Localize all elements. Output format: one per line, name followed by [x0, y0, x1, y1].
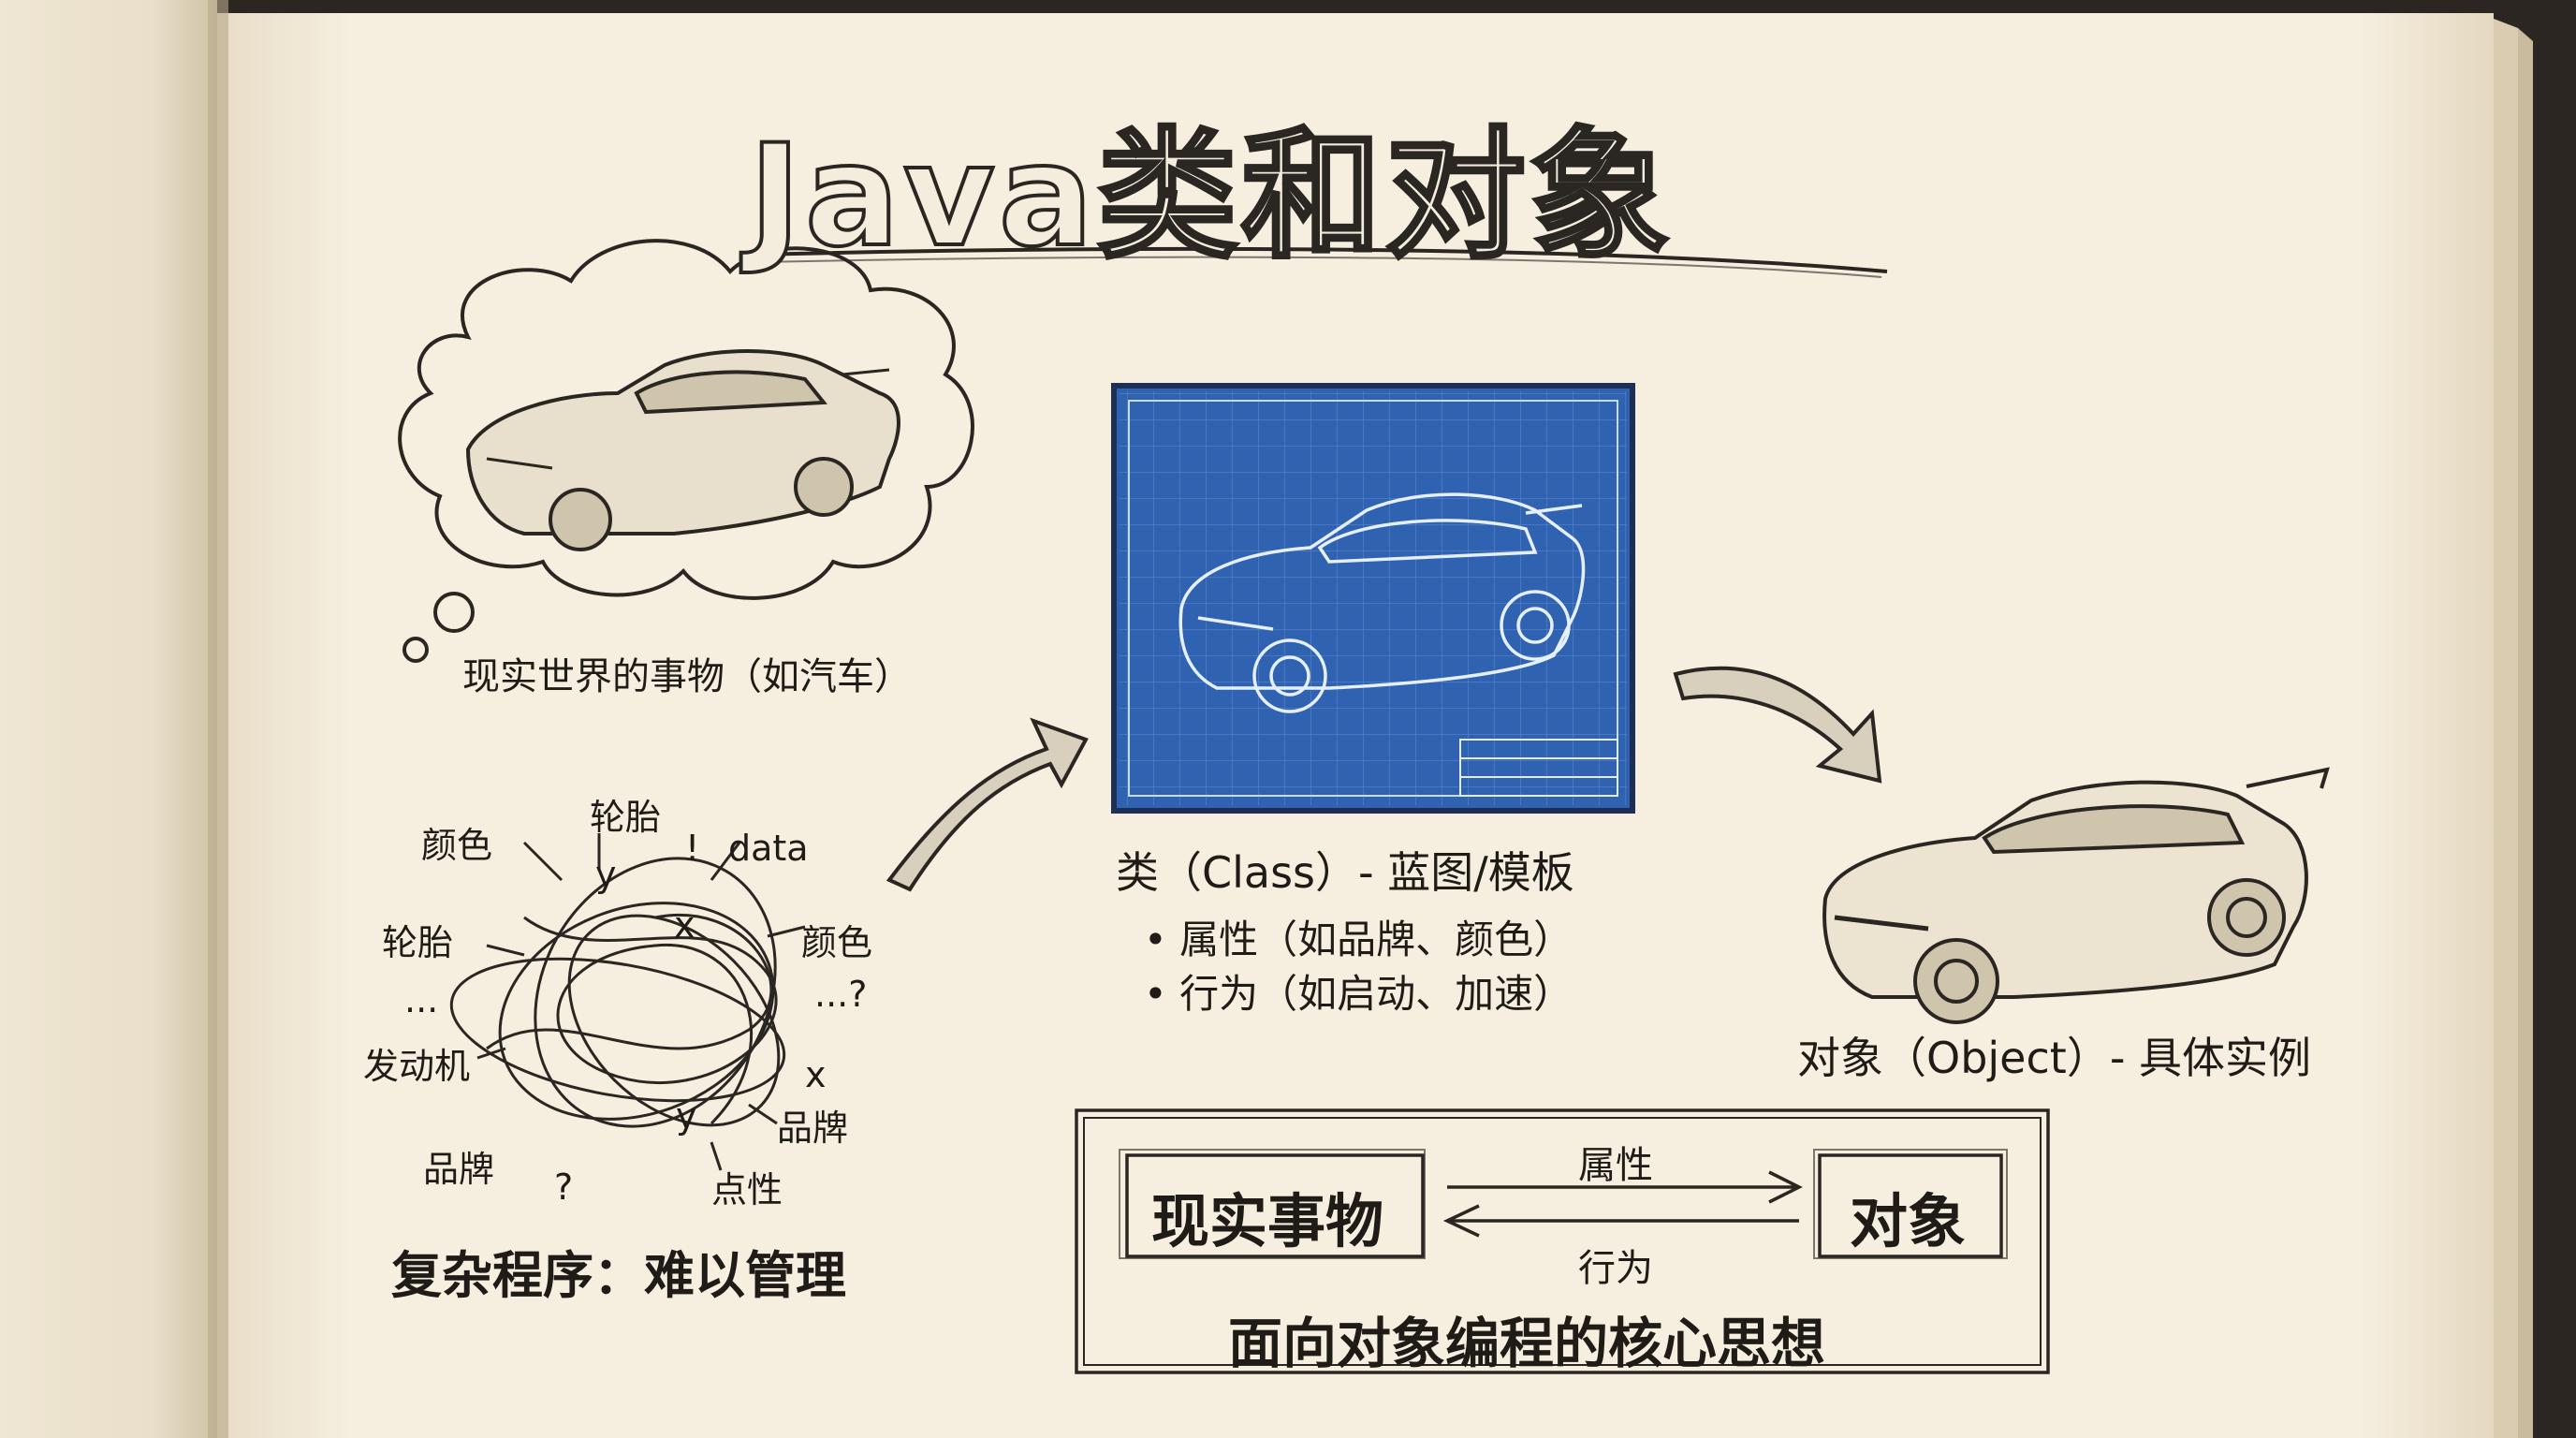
- arrow-to-object: [1673, 666, 1882, 784]
- tangled-scribble: [449, 833, 806, 1171]
- scribble-word-ellipsis: ...: [404, 979, 439, 1020]
- scribble-word-brand: 品牌: [777, 1108, 849, 1149]
- scribble-word-tire-2: 轮胎: [382, 922, 454, 963]
- object-caption: 对象（Object）- 具体实例: [1797, 1033, 2312, 1083]
- arrow-to-class: [886, 717, 1089, 892]
- scribble-mark-y: y: [595, 854, 617, 895]
- scribble-mark-y-2: y: [676, 1095, 697, 1137]
- car-sketch-cloud: [465, 349, 900, 551]
- core-idea-caption: 面向对象编程的核心思想: [1228, 1312, 1826, 1375]
- left-page: [0, 0, 217, 1438]
- scribble-word-brand-2: 品牌: [423, 1149, 495, 1190]
- scribble-word-ellipsis-question: ...?: [814, 974, 868, 1015]
- scribble-mark-question: ?: [554, 1167, 574, 1208]
- mapping-attribute-label: 属性: [1578, 1144, 1653, 1187]
- scribble-word-engine: 发动机: [363, 1046, 471, 1087]
- scribble-word-data: data: [728, 828, 809, 869]
- scribble-word-color-2: 颜色: [801, 922, 873, 963]
- scribble-word-tire: 轮胎: [590, 797, 662, 838]
- page-title: Java类和对象: [747, 113, 1675, 280]
- scribble-mark-x: x: [674, 904, 695, 946]
- scribble-mark-exclamation: !: [685, 828, 700, 869]
- class-caption: 类（Class）- 蓝图/模板: [1116, 847, 1574, 898]
- title-underline: [755, 246, 1888, 273]
- complexity-caption: 复杂程序：难以管理: [391, 1246, 846, 1305]
- blueprint: [1111, 383, 1635, 814]
- class-bullet-attributes: • 属性（如品牌、颜色）: [1144, 917, 1573, 962]
- scribble-word-color: 颜色: [421, 825, 493, 866]
- real-world-caption: 现实世界的事物（如汽车）: [462, 655, 912, 698]
- car-sketch-object: [1822, 767, 2330, 1024]
- mapping-real-box: 现实事物: [1151, 1187, 1384, 1255]
- mapping-behavior-label: 行为: [1578, 1247, 1653, 1290]
- scribble-mark-x-2: x: [805, 1054, 827, 1095]
- scribble-word-point: 点性: [711, 1169, 783, 1211]
- mapping-object-box: 对象: [1850, 1187, 1967, 1255]
- class-bullet-behaviors: • 行为（如启动、加速）: [1144, 971, 1573, 1017]
- thought-cloud: [398, 239, 974, 663]
- mapping-frame: [1075, 1108, 2050, 1374]
